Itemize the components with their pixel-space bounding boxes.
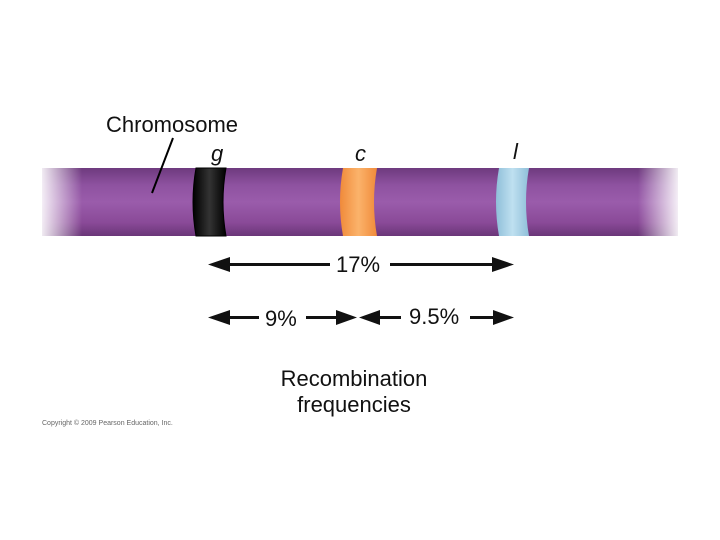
distance-label-g-to-l: 17% bbox=[336, 252, 381, 277]
chromosome-fade-right bbox=[638, 168, 678, 236]
gene-label-g: g bbox=[211, 141, 224, 166]
gene-band-c bbox=[340, 168, 377, 236]
copyright-notice: Copyright © 2009 Pearson Education, Inc. bbox=[42, 420, 173, 427]
chromosome-label: Chromosome bbox=[106, 112, 239, 137]
gene-label-l: l bbox=[513, 139, 518, 164]
recombination-label-line2: frequencies bbox=[297, 392, 411, 417]
arrow-g-to-l bbox=[208, 257, 514, 272]
gene-label-c: c bbox=[355, 141, 366, 166]
arrow-g-to-c bbox=[208, 310, 357, 325]
chromosome-fade-left bbox=[42, 168, 82, 236]
chromosome-pointer-line bbox=[151, 137, 174, 194]
distance-label-c-to-l: 9.5% bbox=[409, 304, 460, 329]
distance-label-g-to-c: 9% bbox=[265, 306, 297, 331]
gene-band-l bbox=[496, 168, 529, 236]
recombination-label-line1: Recombination bbox=[280, 366, 428, 391]
arrow-c-to-l bbox=[359, 310, 514, 325]
gene-band-g bbox=[192, 167, 227, 237]
